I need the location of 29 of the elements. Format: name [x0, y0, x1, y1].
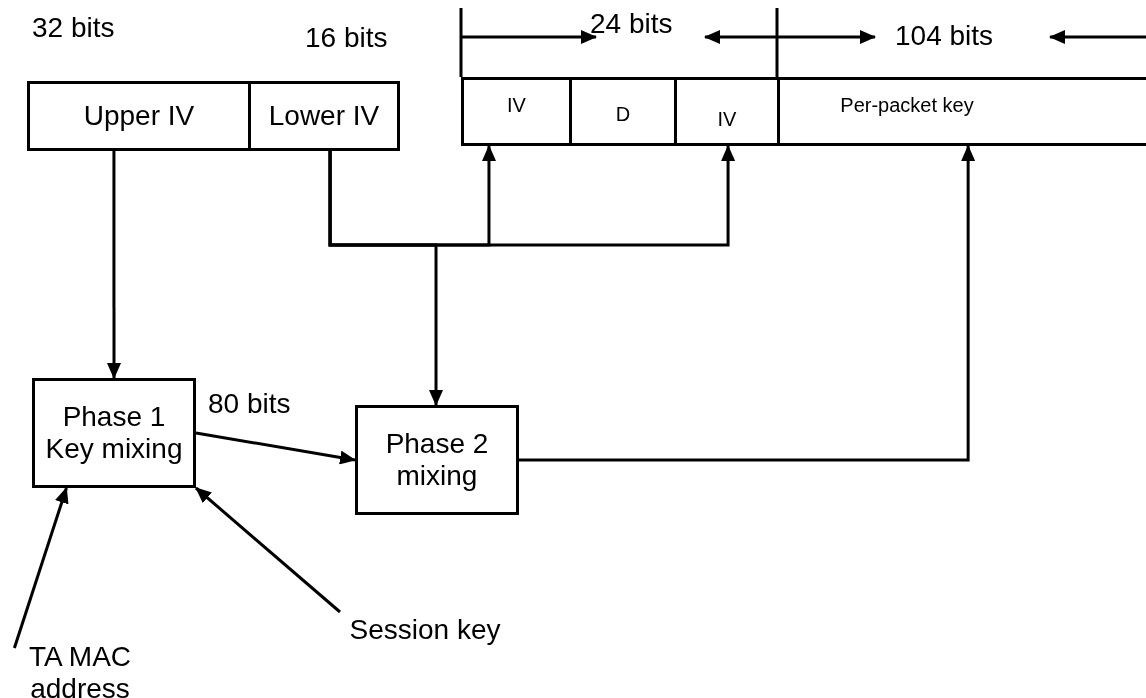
input-text: TA MAC address [27, 640, 133, 698]
dimension-label: 24 bits [590, 8, 673, 40]
field-label: Phase 1 Key mixing [44, 400, 184, 466]
arrow [107, 151, 121, 379]
field-label: Per-packet key [840, 94, 974, 117]
field-label: IV [717, 108, 737, 131]
arrow [519, 145, 976, 462]
field-cell [569, 77, 677, 146]
dimension-label: 104 bits [895, 20, 994, 52]
field-label: D [615, 103, 631, 126]
dimension-label: 32 bits [32, 12, 115, 44]
field-cell [461, 77, 572, 146]
arrow [328, 151, 443, 406]
field-box [27, 81, 251, 151]
input-text: Session key [349, 613, 501, 647]
process-box [32, 378, 196, 488]
dimension-label: 16 bits [305, 22, 388, 54]
arrow [195, 486, 341, 614]
field-label: IV [507, 94, 526, 117]
edge-label: 80 bits [208, 388, 291, 420]
field-cell [777, 77, 1146, 146]
field-label: Lower IV [268, 99, 380, 133]
field-label: Upper IV [83, 99, 195, 133]
field-box [248, 81, 400, 151]
field-cell [674, 77, 780, 146]
arrow [12, 487, 69, 649]
field-label: Phase 2 mixing [384, 427, 490, 493]
arrow [195, 431, 356, 465]
process-box [355, 405, 519, 515]
